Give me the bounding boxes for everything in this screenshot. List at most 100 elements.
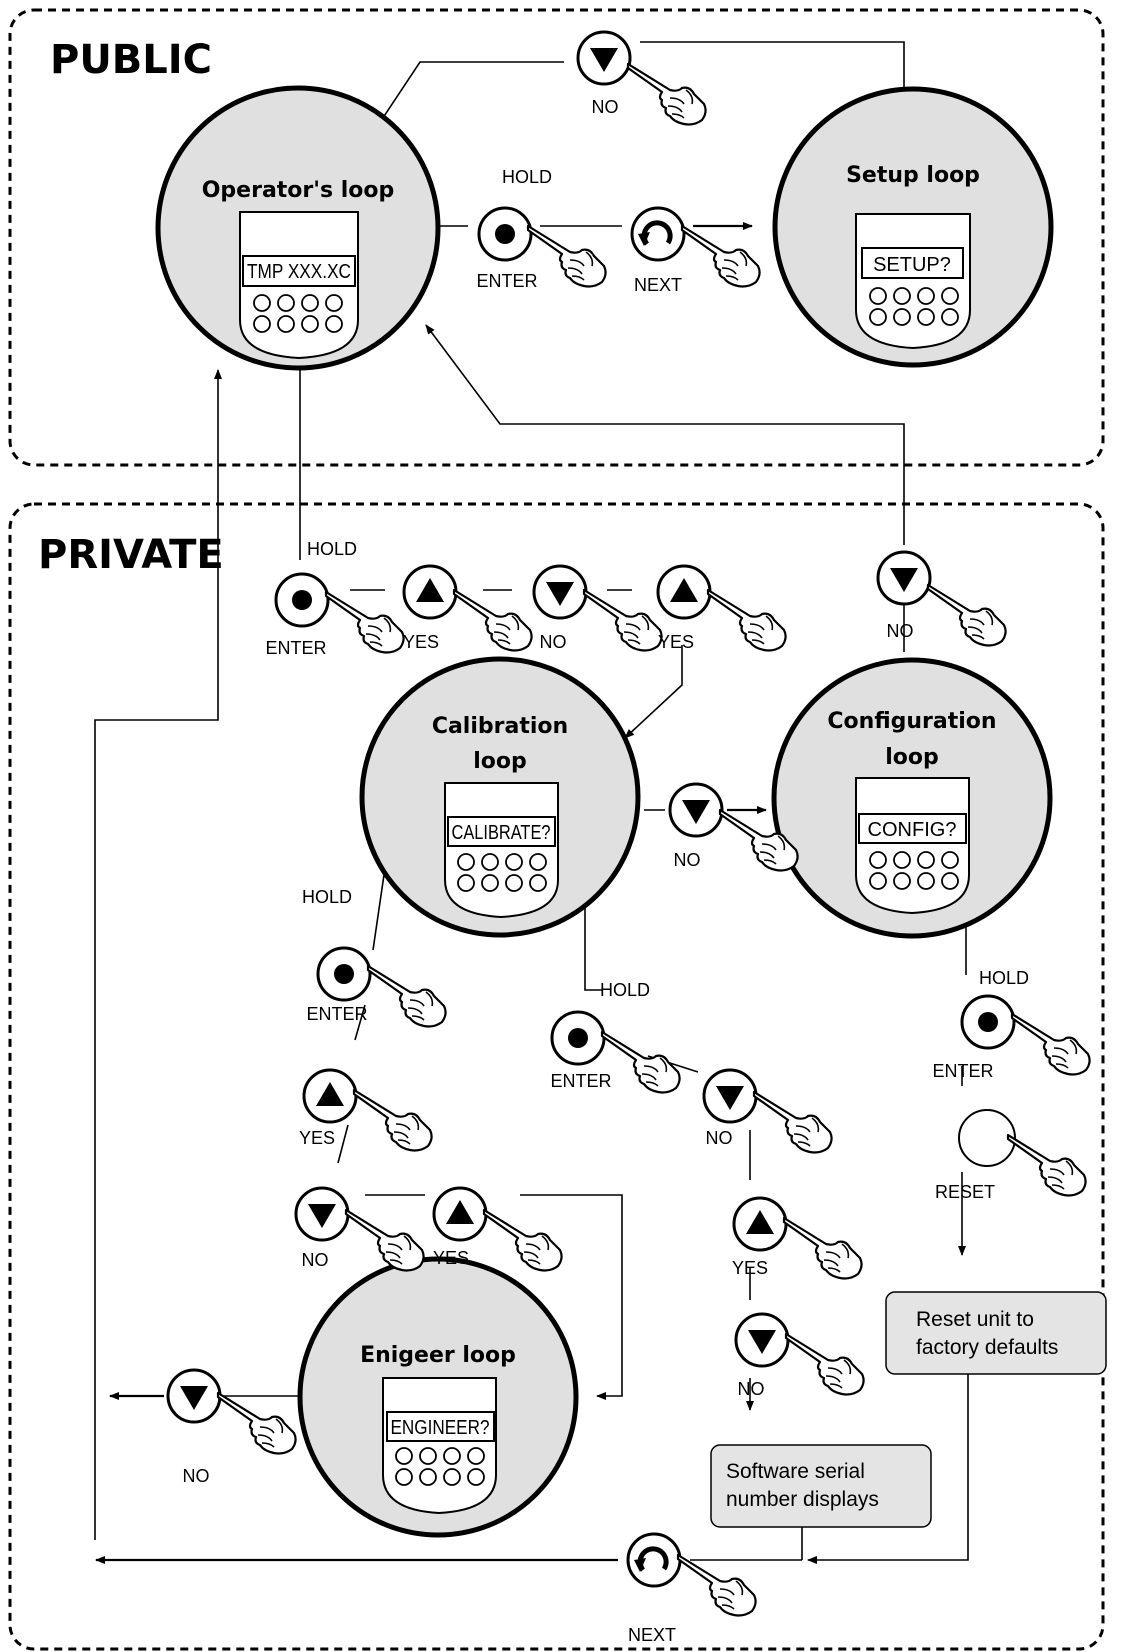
software-serial-box-bg	[710, 1444, 932, 1528]
calibration-loop-display	[447, 816, 556, 847]
operators-loop-title: Operator's loop	[202, 178, 395, 203]
down-arrow-icon	[576, 30, 632, 86]
connector	[624, 645, 683, 739]
setup-loop-node[interactable]: Setup loop SETUP?	[772, 86, 1054, 368]
operators-loop-display-text: TMP XXX.XC	[247, 261, 351, 283]
pointing-hand-icon	[352, 1088, 433, 1152]
configuration-loop-title-line1: Configuration	[827, 709, 996, 734]
private-hold-label: HOLD	[307, 539, 357, 559]
connector	[337, 1124, 349, 1164]
software-serial-text-line2: number displays	[726, 1488, 879, 1511]
operators-loop-node[interactable]: Operator's loop TMP XXX.XC	[155, 85, 441, 371]
pointing-hand-icon	[680, 224, 761, 288]
private-yes-label-1: YES	[403, 632, 439, 652]
pointing-hand-icon	[676, 1553, 757, 1617]
calibration-loop-keys	[457, 853, 547, 892]
public-enter-label: ENTER	[476, 271, 537, 291]
pointing-hand-icon	[366, 964, 447, 1028]
setup-loop-keypad	[855, 213, 971, 350]
reset-blank-icon	[958, 1109, 1016, 1167]
pointing-hand-icon	[216, 1391, 297, 1455]
connector	[372, 867, 386, 951]
reset-defaults-text-line2: factory defaults	[916, 1336, 1058, 1359]
configuration-loop-display-text: CONFIG?	[868, 819, 957, 841]
up-arrow-icon	[656, 564, 712, 620]
setup-loop-display	[861, 247, 964, 279]
middle-hold-label: HOLD	[600, 980, 650, 1000]
left-yes-label: YES	[299, 1128, 335, 1148]
middle-enter-label: ENTER	[550, 1071, 611, 1091]
setup-loop-title: Setup loop	[846, 163, 980, 188]
middle-yes-label: YES	[732, 1258, 768, 1278]
software-serial-text-line1: Software serial	[726, 1460, 865, 1483]
left-enter-label: ENTER	[306, 1004, 367, 1024]
pointing-hand-icon	[782, 1216, 863, 1280]
pointing-hand-icon	[582, 588, 663, 652]
reset-label: RESET	[935, 1182, 995, 1202]
enter-dot-icon	[550, 1010, 606, 1066]
private-section-frame	[8, 502, 1105, 1651]
enter-dot-icon	[316, 946, 372, 1002]
pointing-hand-icon	[784, 1332, 865, 1396]
pointing-hand-icon	[600, 1030, 681, 1094]
connector	[354, 1004, 366, 1041]
down-arrow-icon	[702, 1068, 758, 1124]
next-curved-arrow-icon	[632, 208, 684, 260]
pointing-hand-icon	[626, 62, 707, 126]
private-section-label: PRIVATE	[38, 532, 224, 578]
top-no-label: NO	[592, 97, 619, 117]
operators-loop-keys	[253, 294, 343, 333]
configuration-loop-display	[858, 813, 967, 844]
engineer-loop-title: Enigeer loop	[360, 1343, 516, 1368]
configuration-loop-keys	[869, 851, 959, 890]
private-no-label-1: NO	[540, 632, 567, 652]
pointing-hand-icon	[752, 1090, 833, 1154]
private-yes-label-2: YES	[658, 632, 694, 652]
engineer-no-label: NO	[183, 1466, 210, 1486]
up-arrow-icon	[302, 1068, 358, 1124]
engineer-no-button[interactable]	[166, 1368, 297, 1455]
pointing-hand-icon	[344, 1208, 425, 1272]
connector	[94, 369, 222, 1540]
next-curved-arrow-icon	[628, 1534, 680, 1586]
setup-loop-display-text: SETUP?	[873, 254, 951, 276]
reset-defaults-box-bg	[885, 1291, 1107, 1375]
connector	[520, 1194, 623, 1400]
pointing-hand-icon	[482, 1208, 563, 1272]
configuration-loop-title-line2: loop	[885, 745, 939, 770]
engineer-loop-node[interactable]: Enigeer loop ENGINEER?	[297, 1256, 579, 1538]
up-arrow-icon	[432, 1186, 488, 1242]
config-enter-label: ENTER	[932, 1061, 993, 1081]
configuration-loop-keypad	[855, 777, 970, 915]
calibration-loop-node[interactable]: Calibration loop CALIBRATE?	[359, 656, 641, 938]
calibration-no-label: NO	[674, 850, 701, 870]
connector	[807, 1343, 969, 1564]
calibration-loop-title-line2: loop	[473, 749, 527, 774]
down-arrow-icon	[876, 550, 932, 606]
middle-no-label-1: NO	[706, 1128, 733, 1148]
public-section-label: PUBLIC	[50, 37, 212, 83]
up-arrow-icon	[732, 1196, 788, 1252]
bottom-next-button[interactable]	[628, 1534, 757, 1617]
engineer-loop-display	[386, 1411, 495, 1442]
public-hold-label: HOLD	[502, 167, 552, 187]
public-next-label: NEXT	[634, 275, 682, 295]
setup-loop-keys	[869, 287, 959, 326]
up-arrow-icon	[402, 564, 458, 620]
config-no-label: NO	[887, 621, 914, 641]
pointing-hand-icon	[526, 224, 607, 288]
calibration-loop-keypad	[444, 782, 559, 919]
middle-no-label-2: NO	[738, 1379, 765, 1399]
connector	[584, 908, 603, 991]
pointing-hand-icon	[324, 590, 405, 654]
pointing-hand-icon	[926, 583, 1007, 647]
configuration-loop-node[interactable]: Configuration loop CONFIG?	[771, 657, 1053, 939]
calibration-loop-title-line1: Calibration	[432, 714, 568, 739]
left-hold-label: HOLD	[302, 887, 352, 907]
left-yes-label-2: YES	[433, 1248, 469, 1268]
engineer-loop-keys	[395, 1447, 485, 1486]
engineer-loop-keypad	[382, 1377, 497, 1515]
connector	[425, 324, 905, 545]
enter-dot-icon	[477, 206, 533, 262]
